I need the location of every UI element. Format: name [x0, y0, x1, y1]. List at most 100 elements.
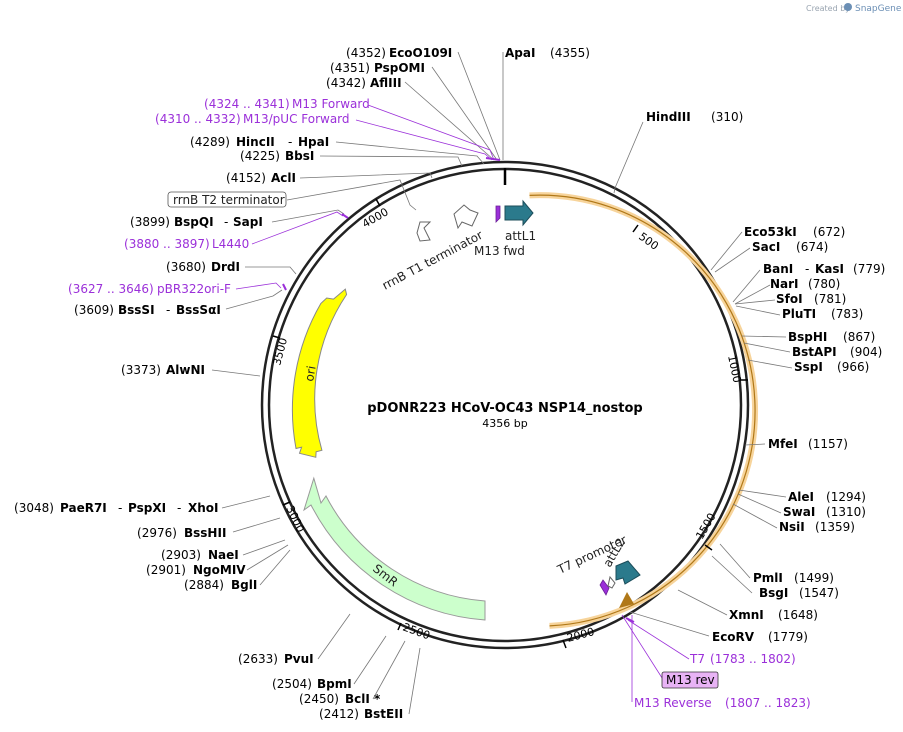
site-bsphi[interactable]: BspHI [788, 330, 827, 344]
site-bsgi[interactable]: BsgI [759, 586, 788, 600]
site-position: (2901) [146, 563, 186, 577]
site-pspxi[interactable]: PspXI [128, 501, 166, 515]
feature-attl1[interactable] [504, 199, 534, 227]
site-bsshii[interactable]: BssHII [184, 526, 226, 540]
site-position: (867) [843, 330, 875, 344]
primer-m13-puc-forward[interactable]: M13/pUC Forward [243, 112, 350, 126]
site-sspi[interactable]: SspI [794, 360, 823, 374]
site-sfoi[interactable]: SfoI [776, 292, 803, 306]
primer-range: (3627 .. 3646) [68, 282, 154, 296]
site-mfei[interactable]: MfeI [768, 437, 798, 451]
site-ecoo109i[interactable]: EcoO109I [389, 46, 452, 60]
site-position: (779) [853, 262, 885, 276]
primer-m13-forward[interactable]: M13 Forward [292, 97, 370, 111]
site-separator: - [177, 501, 181, 515]
site-xhoi[interactable]: XhoI [188, 501, 219, 515]
site-hincii[interactable]: HincII [236, 135, 275, 149]
site-bsssi[interactable]: BssSI [118, 303, 155, 317]
primer-l4440[interactable]: L4440 [212, 237, 249, 251]
primer-range: (3880 .. 3897) [124, 237, 210, 251]
primer-m13-reverse[interactable]: M13 Reverse [634, 696, 712, 710]
site-pspomi[interactable]: PspOMI [374, 61, 425, 75]
sites-left: (4352) EcoO109I ApaI (4355) (4351) PspOM… [14, 46, 590, 721]
site-acli[interactable]: AclI [271, 171, 296, 185]
site-bcli[interactable]: BclI * [345, 692, 381, 706]
site-position: (1547) [799, 586, 839, 600]
site-ecorv[interactable]: EcoRV [712, 630, 755, 644]
site-position: (1294) [826, 490, 866, 504]
site-bstapi[interactable]: BstAPI [792, 345, 837, 359]
feature-rrnb-t2-box[interactable] [167, 191, 287, 208]
site-separator: - [805, 262, 809, 276]
primer-t7[interactable]: T7 [689, 652, 705, 666]
feature-ori[interactable] [291, 288, 348, 458]
site-bpmi[interactable]: BpmI [317, 677, 352, 691]
site-position: (4152) [226, 171, 266, 185]
feature-t7-promoter[interactable] [607, 575, 616, 589]
feature-rrnb-t1-terminator-part[interactable] [416, 221, 432, 242]
site-bgli[interactable]: BglI [231, 578, 257, 592]
feature-m13-primer[interactable] [599, 579, 610, 596]
site-bsssai[interactable]: BssSαI [176, 303, 221, 317]
feature-attl2[interactable] [615, 560, 641, 585]
site-swai[interactable]: SwaI [783, 505, 815, 519]
primer-pbr322ori-f[interactable]: pBR322ori-F [157, 282, 231, 296]
tick-mark [375, 198, 381, 207]
feature-m13-fwd[interactable] [495, 205, 501, 223]
site-position: (2412) [319, 707, 359, 721]
site-separator: - [224, 215, 228, 229]
tick-label: 3000 [283, 504, 307, 535]
feature-smr[interactable] [303, 476, 486, 621]
site-position: (1779) [768, 630, 808, 644]
site-pvui[interactable]: PvuI [284, 652, 314, 666]
site-nsii[interactable]: NsiI [779, 520, 805, 534]
site-position: (4352) [346, 46, 386, 60]
feature-m13-rev-box[interactable] [661, 671, 719, 689]
tick-mark [562, 639, 567, 649]
site-xmni[interactable]: XmnI [729, 608, 764, 622]
site-bspqi[interactable]: BspQI [174, 215, 214, 229]
site-alwni[interactable]: AlwNI [166, 363, 205, 377]
site-connectors [211, 51, 793, 715]
site-position: (1648) [778, 608, 818, 622]
site-nari[interactable]: NarI [770, 277, 799, 291]
site-position: (1310) [826, 505, 866, 519]
site-position: (3899) [130, 215, 170, 229]
site-position: (4355) [550, 46, 590, 60]
site-apai[interactable]: ApaI [505, 46, 535, 60]
m13-forward-marker [485, 157, 501, 161]
site-pluti[interactable]: PluTI [782, 307, 816, 321]
insert-arc[interactable] [529, 194, 756, 627]
tick-mark [272, 335, 281, 339]
l4440-marker [341, 213, 349, 219]
site-bbsi[interactable]: BbsI [285, 149, 314, 163]
primer-range: (4324 .. 4341) [204, 97, 290, 111]
site-pmli[interactable]: PmlI [753, 571, 783, 585]
credit-brand: SnapGene [855, 4, 902, 14]
site-sapi[interactable]: SapI [233, 215, 263, 229]
site-ngomiv[interactable]: NgoMIV [193, 563, 246, 577]
site-hpai[interactable]: HpaI [298, 135, 329, 149]
site-saci[interactable]: SacI [752, 240, 780, 254]
site-afliii[interactable]: AflIII [370, 76, 402, 90]
site-bsteii[interactable]: BstEII [364, 707, 403, 721]
tick-label: 1000 [725, 354, 744, 384]
site-position: (966) [837, 360, 869, 374]
feature-rrnb-t1-terminator[interactable] [453, 204, 479, 230]
site-hindiii[interactable]: HindIII [646, 110, 691, 124]
site-bani[interactable]: BanI [763, 262, 793, 276]
site-position: (3048) [14, 501, 54, 515]
site-position: (2633) [238, 652, 278, 666]
site-position: (3373) [121, 363, 161, 377]
site-eco53ki[interactable]: Eco53kI [744, 225, 797, 239]
tick-label: 2500 [401, 621, 432, 643]
site-alei[interactable]: AleI [788, 490, 814, 504]
feature-rrnb-t2-label: rrnB T2 terminator [173, 193, 285, 207]
feature-m13-rev-label: M13 rev [666, 673, 715, 687]
site-naei[interactable]: NaeI [208, 548, 239, 562]
site-kasi[interactable]: KasI [815, 262, 844, 276]
site-drdi[interactable]: DrdI [211, 260, 240, 274]
tick-mark [632, 224, 639, 233]
site-position: (3680) [166, 260, 206, 274]
site-paer7i[interactable]: PaeR7I [60, 501, 107, 515]
